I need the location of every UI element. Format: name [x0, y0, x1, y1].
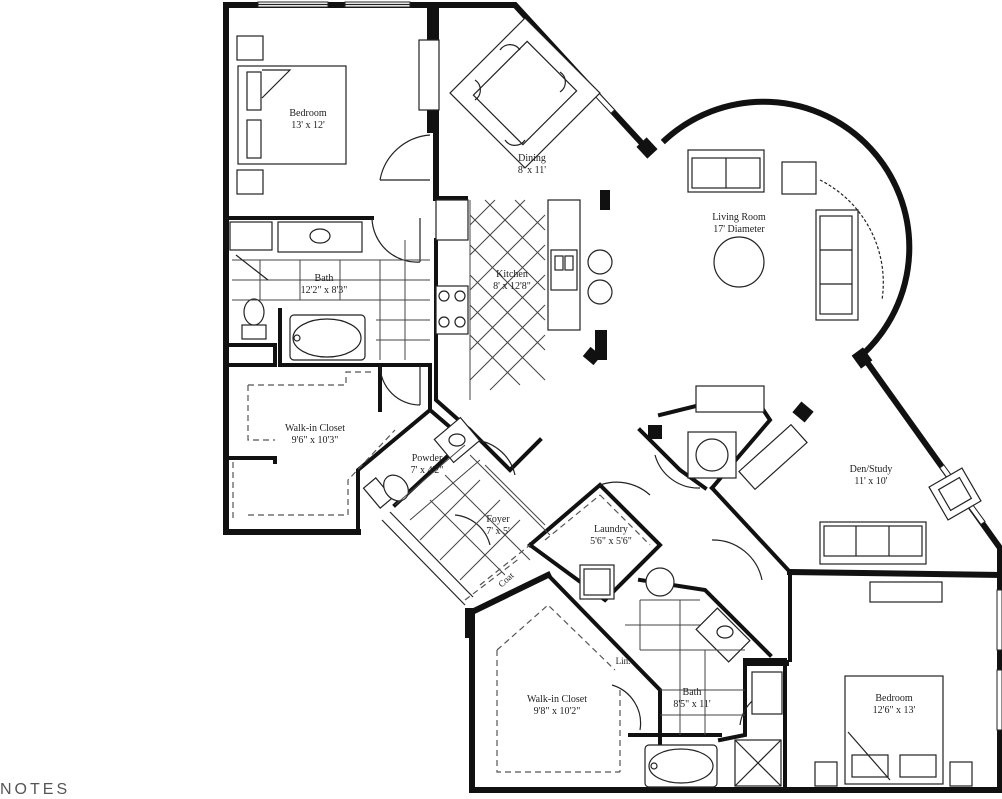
foyer-dims: 7' x 5': [486, 526, 510, 537]
dining-dims: 8' x 11': [518, 165, 546, 176]
kitchen: [435, 199, 613, 400]
bedroom1-furniture: [236, 35, 440, 195]
bath1-name: Bath: [315, 273, 334, 284]
notes-heading: NOTES: [0, 781, 71, 798]
bedroom1-name: Bedroom: [289, 108, 326, 119]
bedroom2-dims: 12'6" x 13': [873, 705, 916, 716]
walkin1-dims: 9'6" x 10'3": [292, 435, 339, 446]
den-furniture: [687, 385, 982, 565]
walkin1: [232, 371, 396, 518]
bedroom2-furniture: [814, 581, 973, 787]
foyer-name: Foyer: [486, 514, 510, 525]
kitchen-name: Kitchen: [496, 269, 528, 280]
coat-label: Coat: [496, 570, 516, 589]
walkin2-dims: 9'8" x 10'2": [534, 706, 581, 717]
bath2-fixtures: [625, 567, 783, 788]
bedroom2-name: Bedroom: [875, 693, 912, 704]
doors: [371, 134, 781, 731]
den-name: Den/Study: [850, 464, 893, 475]
room-labels: Bedroom 13' x 12' Dining 8' x 11' Living…: [285, 108, 916, 717]
dining-name: Dining: [518, 153, 546, 164]
walkin2: [496, 604, 621, 773]
den-dims: 11' x 10': [854, 476, 887, 487]
bath2-dims: 8'5" x 11': [673, 699, 711, 710]
walkin2-name: Walk-in Closet: [527, 694, 587, 705]
powder-name: Powder: [412, 453, 443, 464]
exterior-walls: [223, 1, 1002, 793]
laundry-name: Laundry: [594, 524, 628, 535]
laundry-fixtures: [544, 494, 651, 600]
bedroom1-dims: 13' x 12': [291, 120, 325, 131]
bath1-dims: 12'2" x 8'3": [301, 285, 348, 296]
living-furniture: [687, 149, 884, 321]
foyer: [381, 454, 551, 606]
living-name: Living Room: [712, 212, 766, 223]
bath1-fixtures: [229, 221, 430, 361]
dining-furniture: [449, 17, 601, 169]
bath2-name: Bath: [683, 687, 702, 698]
powder-dims: 7' x 4'2": [411, 465, 444, 476]
kitchen-dims: 8' x 12'8": [493, 281, 531, 292]
walkin1-name: Walk-in Closet: [285, 423, 345, 434]
living-dims: 17' Diameter: [713, 224, 765, 235]
laundry-dims: 5'6" x 5'6": [590, 536, 632, 547]
linen-label: Lin.: [616, 656, 631, 666]
powder-fixtures: [362, 416, 481, 521]
